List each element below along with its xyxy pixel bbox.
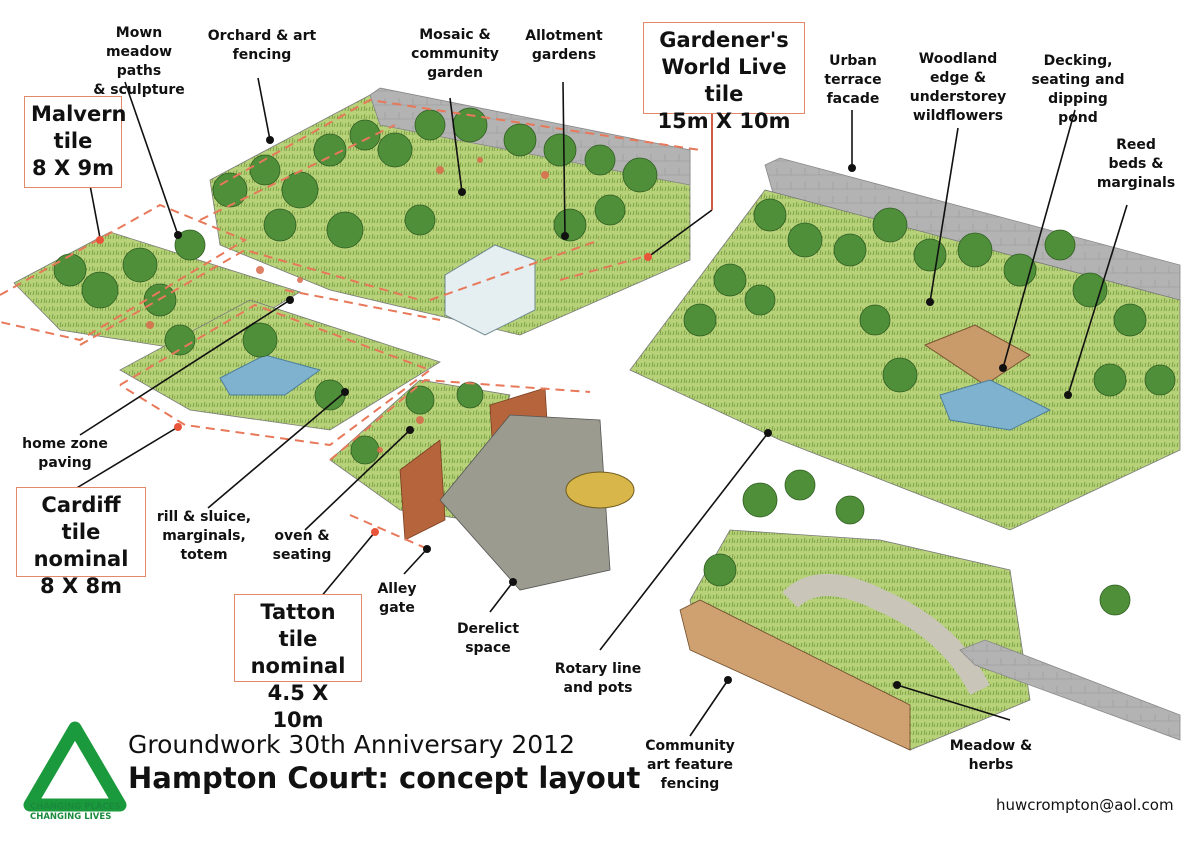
label-woodland: Woodland edge & understorey wildflowers [909, 51, 1007, 124]
label-community-art: Community art feature fencing [645, 738, 735, 792]
leader-lines [69, 77, 1128, 737]
tile-marker-dots [96, 236, 652, 536]
tile-boundaries [0, 98, 701, 551]
label-oven: oven & seating [272, 528, 332, 563]
logo-tagline-1: CHANGING PLACES [30, 802, 121, 812]
gardeners-world-tile-box: Gardener's World Live tile 15m X 10m [643, 22, 805, 133]
subtitle: Hampton Court: concept layout [128, 761, 641, 795]
label-rill: rill & sluice, marginals, totem [156, 509, 252, 563]
label-urban-terrace: Urban terrace facade [824, 53, 882, 107]
label-home-zone: home zone paving [22, 436, 108, 471]
label-mown-meadow: Mown meadow paths & sculpture [93, 25, 185, 98]
label-orchard: Orchard & art fencing [207, 28, 317, 63]
malvern-tile-box: Malvern tile 8 X 9m [24, 96, 127, 188]
title: Groundwork 30th Anniversary 2012 [128, 730, 575, 759]
credit-email: huwcrompton@aol.com [996, 796, 1174, 814]
cardiff-tile-box: Cardiff tile nominal 8 X 8m [16, 487, 146, 598]
right-garden-group [629, 157, 1181, 751]
label-derelict: Derelict space [456, 621, 520, 656]
label-mosaic: Mosaic & community garden [411, 27, 499, 81]
label-alley-gate: Alley gate [377, 581, 417, 616]
label-rotary: Rotary line and pots [554, 661, 642, 696]
logo-tagline-2: CHANGING LIVES [30, 812, 112, 822]
label-decking: Decking, seating and dipping pond [1031, 53, 1125, 126]
tatton-tile-box: Tatton tile nominal 4.5 X 10m [234, 594, 362, 732]
left-garden-group [13, 87, 691, 591]
leader-dots [174, 136, 1072, 689]
label-reed-beds: Reed beds & marginals [1096, 137, 1176, 191]
label-meadow-herbs: Meadow & herbs [949, 738, 1033, 773]
label-allotment: Allotment gardens [525, 28, 603, 63]
groundwork-logo [23, 721, 127, 812]
